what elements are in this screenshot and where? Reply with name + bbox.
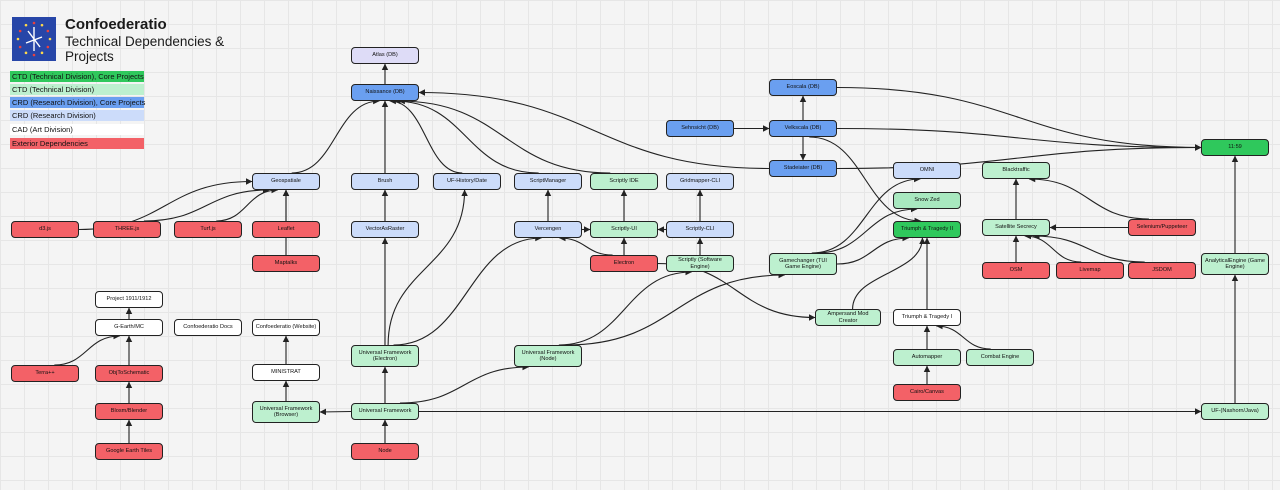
edge-velkscala-to-triumph2: [809, 136, 922, 225]
legend-item: CRD (Research Division), Core Projects: [10, 97, 146, 108]
node-triumph1[interactable]: Triumph & Tragedy I: [893, 309, 961, 326]
edge-electron-to-vercengen: [558, 234, 613, 256]
node-scriptlyse[interactable]: Scriptly (Software Engine): [666, 255, 734, 272]
title-block: Confoederatio Technical Dependencies & P…: [65, 16, 235, 64]
node-cairo[interactable]: Cairo/Canvas: [893, 384, 961, 401]
legend-item: CRD (Research Division): [10, 110, 144, 121]
edge-ufelectron-to-ufhistory: [387, 189, 468, 346]
edge-terra-to-gearth: [54, 332, 121, 366]
edge-turf-to-geospatiale: [216, 186, 279, 222]
node-confweb[interactable]: Confoederatio (Website): [252, 319, 320, 336]
node-jsdom[interactable]: JSDOM: [1128, 262, 1196, 279]
page-subtitle: Technical Dependencies & Projects: [65, 34, 225, 64]
edge-scriptmanager-to-naissance: [393, 97, 539, 174]
node-satsecrecy[interactable]: Satellite Secrecy: [982, 219, 1050, 236]
legend-item: CTD (Technical Division), Core Projects: [10, 71, 144, 82]
node-ufelectron[interactable]: Universal Framework (Electron): [351, 345, 419, 367]
edge-selenium-to-blacktraffic: [1028, 175, 1149, 220]
node-naissance[interactable]: Naissance (DB): [351, 84, 419, 101]
node-osm[interactable]: OSM: [982, 262, 1050, 279]
edge-gamechanger-to-omni: [811, 175, 921, 254]
edge-geospatiale-to-naissance: [291, 97, 380, 174]
edge-eoscala-to-n1159: [836, 86, 1202, 151]
node-three[interactable]: THREE.js: [93, 221, 161, 238]
node-turf[interactable]: Turf.js: [174, 221, 242, 238]
node-ministrat[interactable]: MINISTRAT: [252, 364, 320, 381]
node-blosm[interactable]: Blosm/Blender: [95, 403, 163, 420]
node-analytical[interactable]: AnalyticalEngine (Game Engine): [1201, 253, 1269, 275]
node-snowzed[interactable]: Snow Zed: [893, 192, 961, 209]
node-omni[interactable]: OMNI: [893, 162, 961, 179]
edge-scriptlyide-to-naissance: [398, 97, 611, 174]
node-triumph2[interactable]: Triumph & Tragedy II: [893, 221, 961, 238]
node-terra[interactable]: Terra++: [11, 365, 79, 382]
node-combat[interactable]: Combat Engine: [966, 349, 1034, 366]
legend-item: Exterior Dependencies: [10, 138, 144, 149]
legend-item: CTD (Technical Division): [10, 84, 144, 95]
node-maptalks[interactable]: Maptalks: [252, 255, 320, 272]
edge-uframework-to-ufbrowser: [319, 408, 352, 416]
node-sehnsicht[interactable]: Sehnsicht (DB): [666, 120, 734, 137]
node-velkscala[interactable]: Velkscala (DB): [769, 120, 837, 137]
node-livemap[interactable]: Livemap: [1056, 262, 1124, 279]
node-ufbrowser[interactable]: Universal Framework (Browser): [252, 401, 320, 423]
node-electron[interactable]: Electron: [590, 255, 658, 272]
node-scriptmanager[interactable]: ScriptManager: [514, 173, 582, 190]
node-scriptlyide[interactable]: Scriptly IDE: [590, 173, 658, 190]
node-gamechanger[interactable]: Gamechanger (TUI Game Engine): [769, 253, 837, 275]
page-title: Confoederatio: [65, 16, 167, 33]
node-uframework[interactable]: Universal Framework: [351, 403, 419, 420]
edge-three-to-geospatiale: [143, 186, 270, 222]
edge-gamechanger-to-triumph2: [836, 234, 910, 265]
edge-livemap-to-satsecrecy: [1024, 232, 1082, 263]
legend-item: CAD (Art Division): [10, 124, 144, 135]
node-leaflet[interactable]: Leaflet: [252, 221, 320, 238]
edge-ufhistory-to-naissance: [389, 97, 463, 174]
edge-stadeiater-to-naissance: [418, 89, 770, 170]
edge-uframework-to-ufnode: [399, 363, 530, 404]
node-blacktraffic[interactable]: Blacktraffic: [982, 162, 1050, 179]
confoederatio-logo: [12, 17, 56, 61]
node-atlas[interactable]: Atlas (DB): [351, 47, 419, 64]
node-geospatiale[interactable]: Geospatiale: [252, 173, 320, 190]
node-scriptlycli[interactable]: Scriptly-CLI: [666, 221, 734, 238]
node-d3[interactable]: d3.js: [11, 221, 79, 238]
node-ufnashorn[interactable]: UF-(Nashorn/Java): [1201, 403, 1269, 420]
node-gearth[interactable]: G-Earth/MC: [95, 319, 163, 336]
node-ufnode[interactable]: Universal Framework (Node): [514, 345, 582, 367]
edge-combat-to-triumph1: [935, 322, 991, 350]
edge-ampersand-to-triumph2: [852, 237, 926, 310]
node-brush[interactable]: Brush: [351, 173, 419, 190]
edge-ufnode-to-scriptlyse: [558, 268, 693, 346]
node-node[interactable]: Node: [351, 443, 419, 460]
edge-jsdom-to-satsecrecy: [1032, 232, 1145, 263]
node-ampersand[interactable]: Ampersand Mod Creator: [815, 309, 881, 326]
edge-ufnode-to-gamechanger: [566, 271, 786, 346]
node-automapper[interactable]: Automapper: [893, 349, 961, 366]
node-eoscala[interactable]: Eoscala (DB): [769, 79, 837, 96]
node-selenium[interactable]: Selenium/Puppeteer: [1128, 219, 1196, 236]
node-stadeiater[interactable]: Stadeiater (DB): [769, 160, 837, 177]
node-gearthtiles[interactable]: Google Earth Tiles: [95, 443, 163, 460]
node-project1911[interactable]: Project 1911/1912: [95, 291, 163, 308]
node-ufhistory[interactable]: UF-History/Date: [433, 173, 501, 190]
node-n1159[interactable]: 11:59: [1201, 139, 1269, 156]
node-obj2schem[interactable]: ObjToSchematic: [95, 365, 163, 382]
node-confdocs[interactable]: Confoederatio Docs: [174, 319, 242, 336]
edge-gamechanger-to-snowzed: [815, 205, 918, 254]
edge-ufelectron-to-vercengen: [393, 234, 542, 346]
node-scriptlyui[interactable]: Scriptly-UI: [590, 221, 658, 238]
node-gridmapper[interactable]: Gridmapper-CLI: [666, 173, 734, 190]
node-vercengen[interactable]: Vercengen: [514, 221, 582, 238]
node-vectorasraster[interactable]: VectorAsRaster: [351, 221, 419, 238]
edge-velkscala-to-n1159: [836, 127, 1202, 151]
